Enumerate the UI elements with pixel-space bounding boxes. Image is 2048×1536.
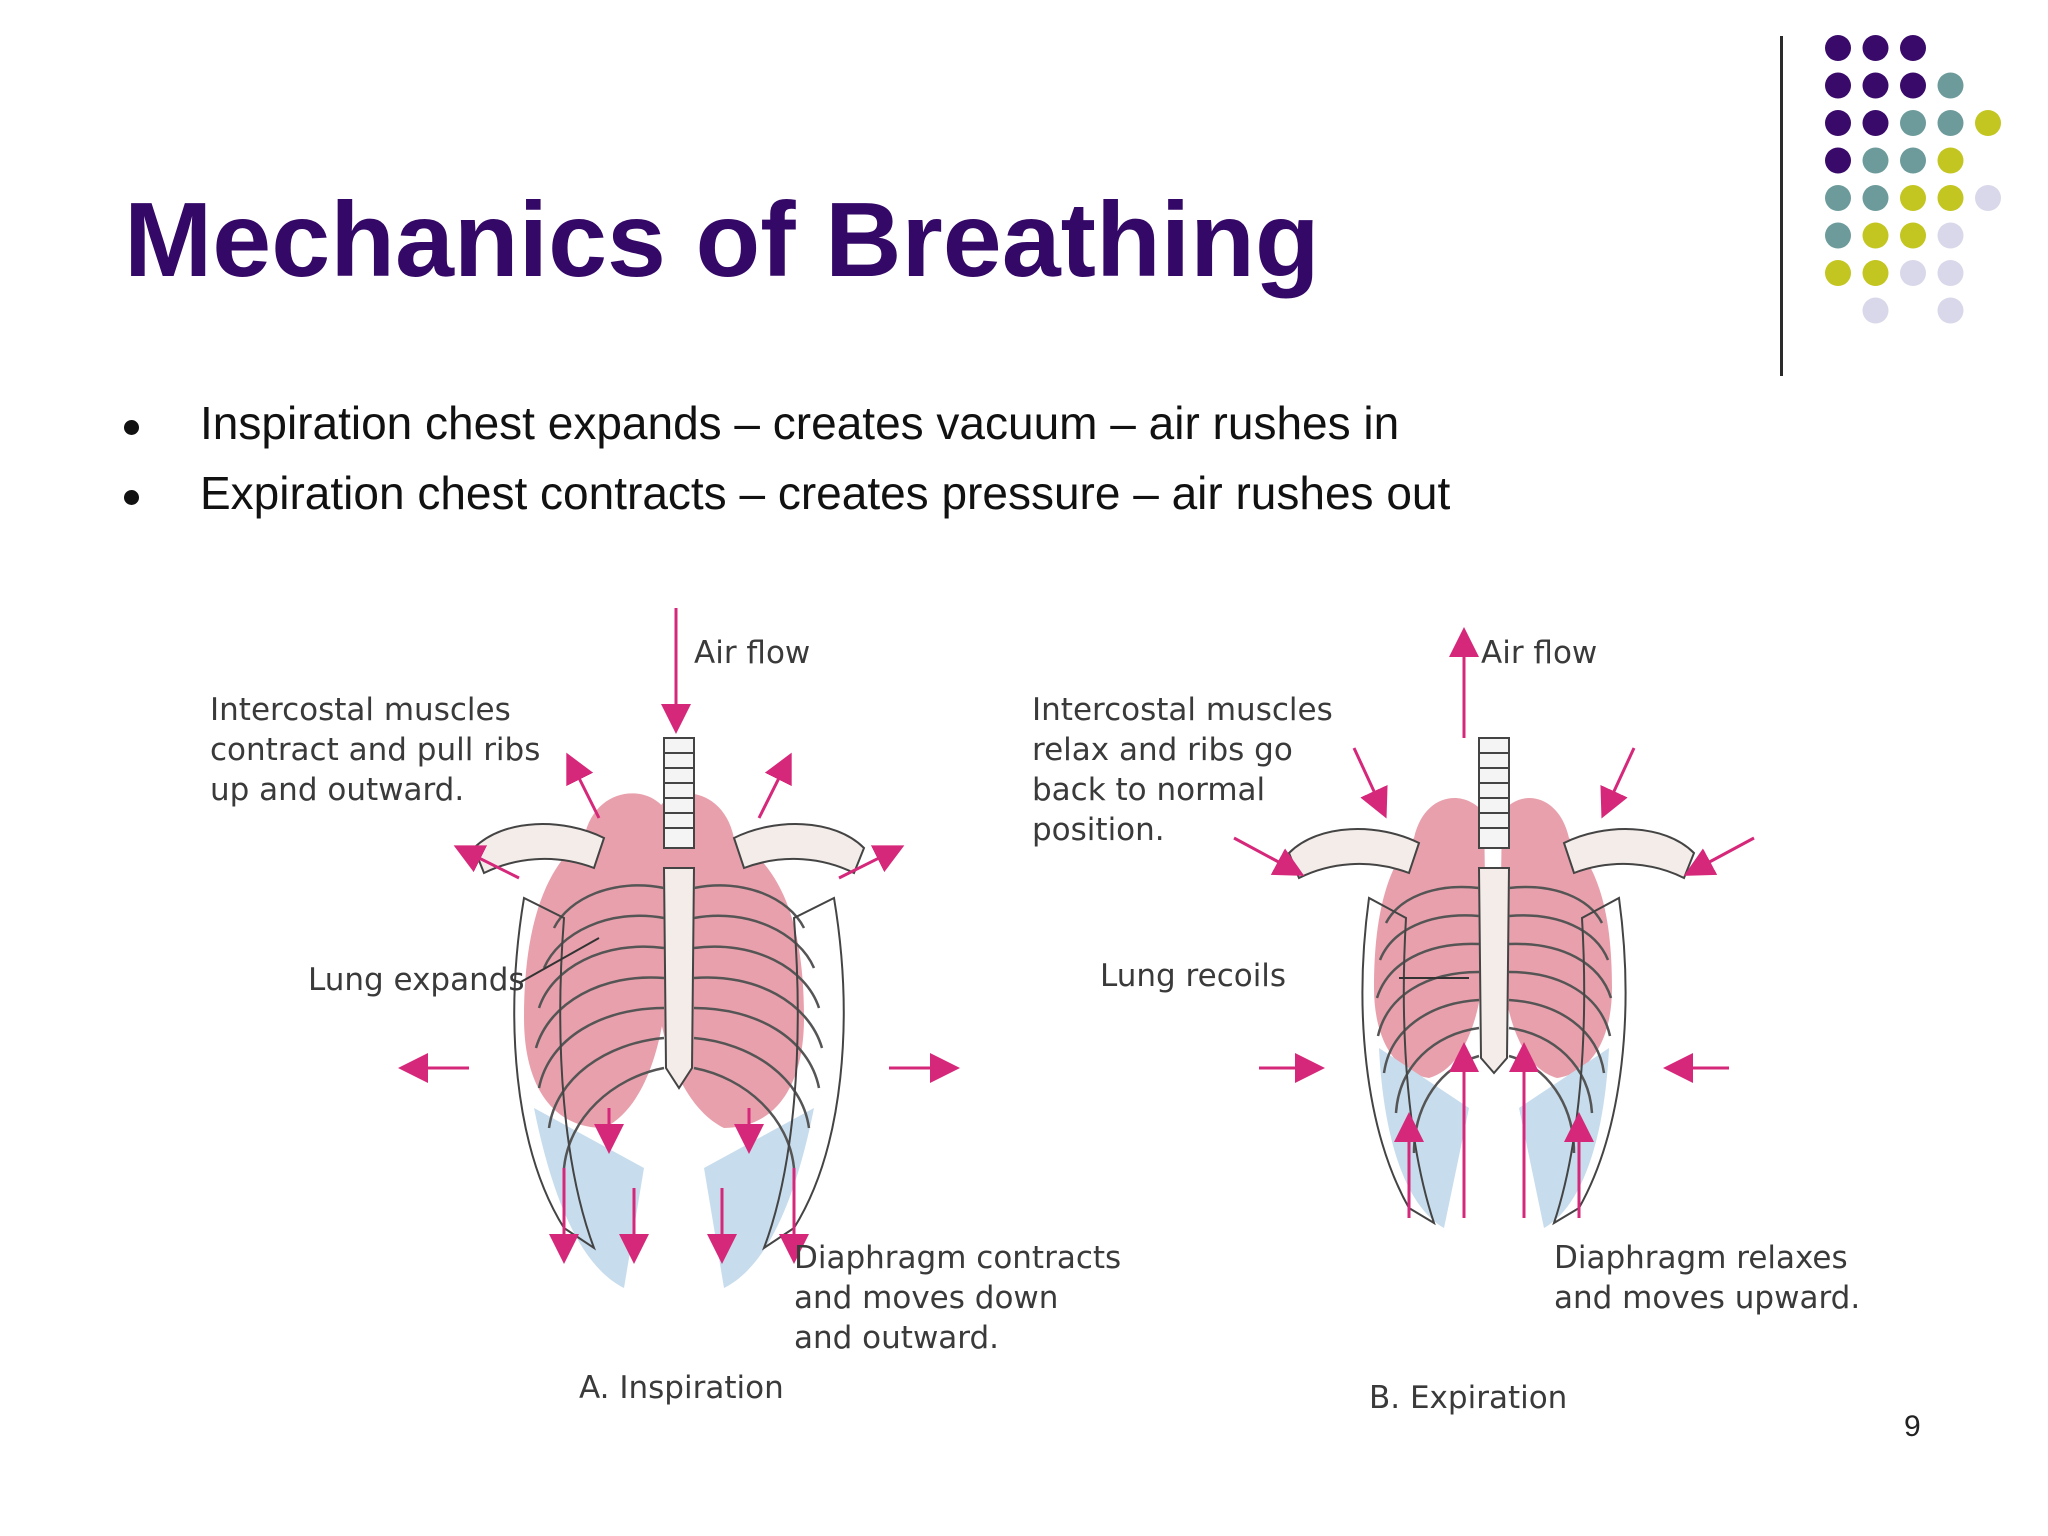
expiration-intercostal-line-2: relax and ribs go <box>1032 732 1293 768</box>
expiration-lung-label: Lung recoils <box>1100 958 1286 994</box>
inspiration-airflow-label: Air flow <box>694 635 810 671</box>
inspiration-intercostal-line-1: Intercostal muscles <box>210 692 511 728</box>
decorative-dot <box>1937 110 1964 136</box>
expiration-caption: B. Expiration <box>1369 1380 1567 1416</box>
expiration-intercostal-line-4: position. <box>1032 812 1165 848</box>
decorative-dot <box>1975 110 2001 136</box>
expiration-intercostal-line-3: back to normal <box>1032 772 1265 808</box>
decorative-dot <box>1937 222 1964 249</box>
decorative-dot <box>1862 72 1889 99</box>
decorative-dot <box>1900 185 1926 211</box>
decorative-dot <box>1937 185 1964 211</box>
decorative-dot <box>1825 222 1851 249</box>
decorative-dot <box>1825 110 1851 136</box>
expiration-diaphragm-line-2: and moves upward. <box>1554 1280 1860 1316</box>
inspiration-lung-label: Lung expands <box>308 962 525 998</box>
decorative-dot <box>1900 260 1926 286</box>
decorative-dot <box>1862 110 1889 136</box>
bullet-text: Expiration chest contracts – creates pre… <box>200 467 1451 519</box>
breathing-diagram: Air flow Intercostal muscles contract an… <box>210 608 1860 1416</box>
expiration-panel: Air flow Intercostal muscles relax and r… <box>1032 627 1860 1416</box>
decorative-dot <box>1862 222 1889 249</box>
slide-title: Mechanics of Breathing <box>124 181 1320 299</box>
decorative-dot-grid <box>1825 35 2001 324</box>
inspiration-ribcage <box>472 737 866 1288</box>
decorative-dot <box>1937 260 1964 286</box>
decorative-dot <box>1900 72 1926 99</box>
expiration-intercostal-line-1: Intercostal muscles <box>1032 692 1333 728</box>
inspiration-diaphragm-line-3: and outward. <box>794 1320 999 1356</box>
bullet-icon <box>124 420 139 435</box>
decorative-dot <box>1862 297 1889 324</box>
inspiration-diaphragm-line-2: and moves down <box>794 1280 1058 1316</box>
decorative-dot <box>1825 147 1851 174</box>
bullet-icon <box>124 490 139 505</box>
inspiration-panel: Air flow Intercostal muscles contract an… <box>210 608 1121 1406</box>
decorative-dot <box>1825 260 1851 286</box>
decorative-dot <box>1900 147 1926 174</box>
expiration-arrows <box>1233 627 1755 1218</box>
decorative-dot <box>1825 35 1851 61</box>
inspiration-arrows <box>398 608 960 1264</box>
expiration-ribcage <box>1287 737 1696 1228</box>
decorative-dot <box>1900 35 1926 61</box>
decorative-dot <box>1825 185 1851 211</box>
decorative-dot <box>1900 110 1926 136</box>
decorative-dot <box>1937 297 1964 324</box>
decorative-dot <box>1937 72 1964 99</box>
lung-expands-leader <box>518 937 600 984</box>
expiration-airflow-label: Air flow <box>1481 635 1597 671</box>
decorative-dot <box>1862 185 1889 211</box>
decorative-dot <box>1975 185 2001 211</box>
bullet-text: Inspiration chest expands – creates vacu… <box>200 397 1400 449</box>
inspiration-diaphragm-line-1: Diaphragm contracts <box>794 1240 1121 1276</box>
decorative-dot <box>1862 35 1889 61</box>
inspiration-intercostal-line-2: contract and pull ribs <box>210 732 540 768</box>
decorative-dot <box>1937 147 1964 174</box>
decorative-dot <box>1862 260 1889 286</box>
page-number: 9 <box>1904 1410 1921 1443</box>
decorative-dot <box>1900 222 1926 249</box>
decorative-dot <box>1862 147 1889 174</box>
decorative-dot <box>1825 72 1851 99</box>
inspiration-intercostal-line-3: up and outward. <box>210 772 464 808</box>
title-divider-line <box>1780 36 1783 376</box>
inspiration-caption: A. Inspiration <box>579 1370 784 1406</box>
expiration-diaphragm-line-1: Diaphragm relaxes <box>1554 1240 1848 1276</box>
